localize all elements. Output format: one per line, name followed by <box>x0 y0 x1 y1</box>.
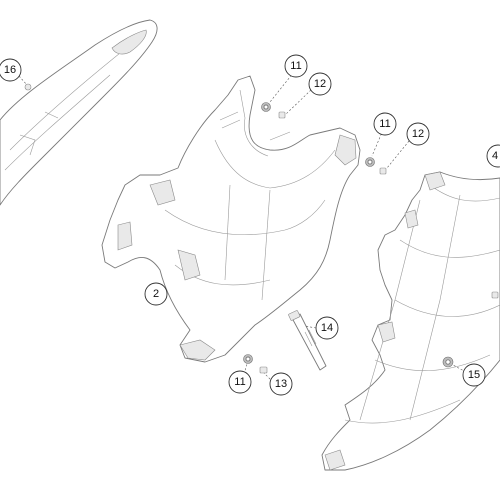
screw-12-right <box>379 167 387 175</box>
nut-11-top <box>261 102 271 112</box>
callout-12-top-label: 12 <box>314 78 326 90</box>
callout-15-label: 15 <box>468 369 480 381</box>
callout-16: 16 <box>0 58 22 82</box>
central-frame-part <box>101 75 361 363</box>
leader-11-top <box>269 71 295 103</box>
callout-2: 2 <box>144 282 168 306</box>
callout-4: 4 <box>486 144 500 168</box>
callout-13-label: 13 <box>275 378 287 390</box>
leader-16 <box>18 75 28 86</box>
callout-11-right-label: 11 <box>379 118 390 130</box>
screw-13 <box>259 366 268 374</box>
nut-11-right <box>365 157 375 167</box>
callout-15: 15 <box>462 363 486 387</box>
callout-11-right: 11 <box>373 112 397 136</box>
callout-14-label: 14 <box>321 322 333 334</box>
left-side-panel <box>0 19 158 206</box>
callout-11-bottom: 11 <box>228 370 252 394</box>
callout-12-right: 12 <box>406 122 430 146</box>
callout-2-label: 2 <box>153 288 159 300</box>
callout-12-right-label: 12 <box>412 128 424 140</box>
callout-11-top-label: 11 <box>290 60 301 72</box>
callout-11-top: 11 <box>284 54 308 78</box>
callout-12-top: 12 <box>308 72 332 96</box>
callout-4-label: 4 <box>492 150 498 162</box>
screw-12-top <box>278 111 286 119</box>
leader-12-top <box>285 89 312 115</box>
nut-11-bottom <box>243 354 253 364</box>
screw-right-edge <box>491 291 499 299</box>
callout-13: 13 <box>269 372 293 396</box>
bolt-14 <box>288 310 327 371</box>
leader-12-right <box>386 140 410 169</box>
callout-16-label: 16 <box>4 64 16 76</box>
leader-15 <box>452 364 467 373</box>
leader-14 <box>304 325 317 329</box>
right-side-panel <box>321 171 500 471</box>
callout-11-bottom-label: 11 <box>234 376 245 388</box>
callout-14: 14 <box>315 316 339 340</box>
fastener-15 <box>442 356 454 368</box>
nut-16 <box>24 83 32 91</box>
